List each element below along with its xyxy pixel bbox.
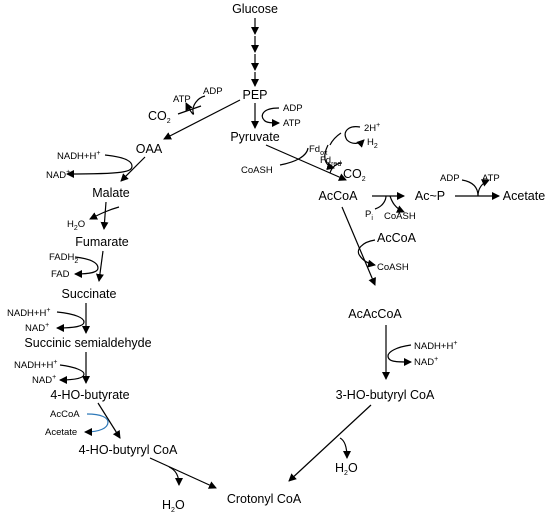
label-atp-2: ATP (283, 118, 301, 129)
label-acaccoa: AcAcCoA (348, 307, 402, 321)
label-h2: H2 (367, 137, 378, 150)
label-nadh-4: NADH+H+ (414, 340, 457, 352)
label-acetate: Acetate (503, 189, 545, 203)
label-coash-3: CoASH (377, 262, 409, 273)
arrow-accoa-acaccoa (341, 206, 376, 286)
arrow-4hbcoa-crotonyl (149, 457, 217, 489)
label-nad-3: NAD+ (32, 374, 56, 386)
label-acetate-2: Acetate (45, 427, 77, 438)
cofactor-labels: ADP ATP CO2 ADP ATP CoASH Fdox Fdred CO2… (7, 86, 500, 514)
label-4hb-coa: 4-HO-butyryl CoA (79, 443, 178, 457)
arrow-fumarate-succinate (95, 250, 104, 282)
arrow-3hb-crotonyl (288, 404, 372, 482)
label-nadh-1: NADH+H+ (57, 150, 100, 162)
curve-coash-out (389, 195, 405, 213)
label-h2o-left: H2O (162, 498, 185, 514)
curve-fd-link (329, 132, 342, 146)
curve-2h-h2 (344, 126, 365, 148)
label-atp-3: ATP (482, 173, 500, 184)
label-nad-1: NAD+ (46, 169, 70, 181)
curve-h2o-malate (89, 206, 120, 220)
label-succinate: Succinate (62, 287, 117, 301)
label-accoa-3: AcCoA (50, 409, 80, 420)
curve-h2o-right (339, 437, 351, 459)
label-adp-2: ADP (283, 103, 303, 114)
label-h2o-malate: H2O (67, 219, 85, 232)
label-pyruvate: Pyruvate (230, 130, 279, 144)
label-nad-4: NAD+ (414, 356, 438, 368)
arrow-malate-fumarate (100, 201, 109, 230)
main-arrows (82, 18, 500, 489)
label-h2o-right: H2O (335, 461, 358, 477)
label-nadh-3: NADH+H+ (14, 359, 57, 371)
label-malate: Malate (92, 186, 130, 200)
metabolite-labels: Glucose PEP Pyruvate AcCoA Ac~P Acetate … (24, 2, 545, 506)
curve-adp-atp-pep-pyr (261, 107, 280, 127)
curve-coash (279, 147, 309, 166)
label-co2-2: CO2 (343, 167, 366, 183)
label-accoa-2: AcCoA (377, 231, 417, 245)
curve-fadh-fad (74, 256, 99, 278)
label-nad-2: NAD+ (25, 322, 49, 334)
label-pep: PEP (242, 88, 267, 102)
curve-nadh-nad-succ (56, 311, 85, 332)
label-accoa: AcCoA (319, 189, 359, 203)
label-2h-plus: 2H+ (364, 122, 380, 134)
curve-co2-out (329, 162, 343, 174)
arrow-oaa-malate (120, 156, 146, 182)
arrow-4hb-4hbcoa (97, 402, 121, 439)
curve-nadh-nad-ssa (59, 364, 85, 384)
cofactor-arrows (56, 95, 490, 486)
label-crotonyl-coa: Crotonyl CoA (227, 492, 302, 506)
label-oaa: OAA (136, 142, 163, 156)
label-adp-3: ADP (440, 173, 460, 184)
label-fd-ox: Fdox (309, 144, 328, 157)
label-nadh-2: NADH+H+ (7, 307, 50, 319)
curve-accoa-acetate-blue (84, 413, 109, 436)
curve-h2o-left (168, 466, 183, 486)
label-coash-2: CoASH (384, 211, 416, 222)
label-ssa: Succinic semialdehyde (24, 336, 151, 350)
arrow-pyruvate-accoa (265, 144, 347, 181)
curve-pi (374, 195, 387, 210)
curve-co2 (177, 105, 202, 115)
label-3hb-coa: 3-HO-butyryl CoA (336, 388, 435, 402)
label-glucose: Glucose (232, 2, 278, 16)
label-4hb: 4-HO-butyrate (50, 388, 129, 402)
label-atp-1: ATP (173, 94, 191, 105)
label-fd-red: Fdred (320, 155, 341, 168)
label-acp: Ac~P (415, 189, 445, 203)
label-pi: Pi (365, 209, 373, 222)
curve-accoa-coash (357, 239, 376, 268)
label-fadh2: FADH2 (49, 252, 78, 265)
label-fad: FAD (51, 269, 70, 280)
label-adp-1: ADP (203, 86, 223, 97)
label-co2-1: CO2 (148, 109, 171, 125)
label-fumarate: Fumarate (75, 235, 129, 249)
arrow-pep-oaa (163, 99, 241, 140)
curve-nadh-nad-oaa (66, 154, 133, 178)
curve-fd-red (324, 144, 335, 171)
curve-nadh-nad-right (387, 344, 412, 366)
label-coash-1: CoASH (241, 165, 273, 176)
curve-adp-atp-acetate (461, 179, 490, 197)
